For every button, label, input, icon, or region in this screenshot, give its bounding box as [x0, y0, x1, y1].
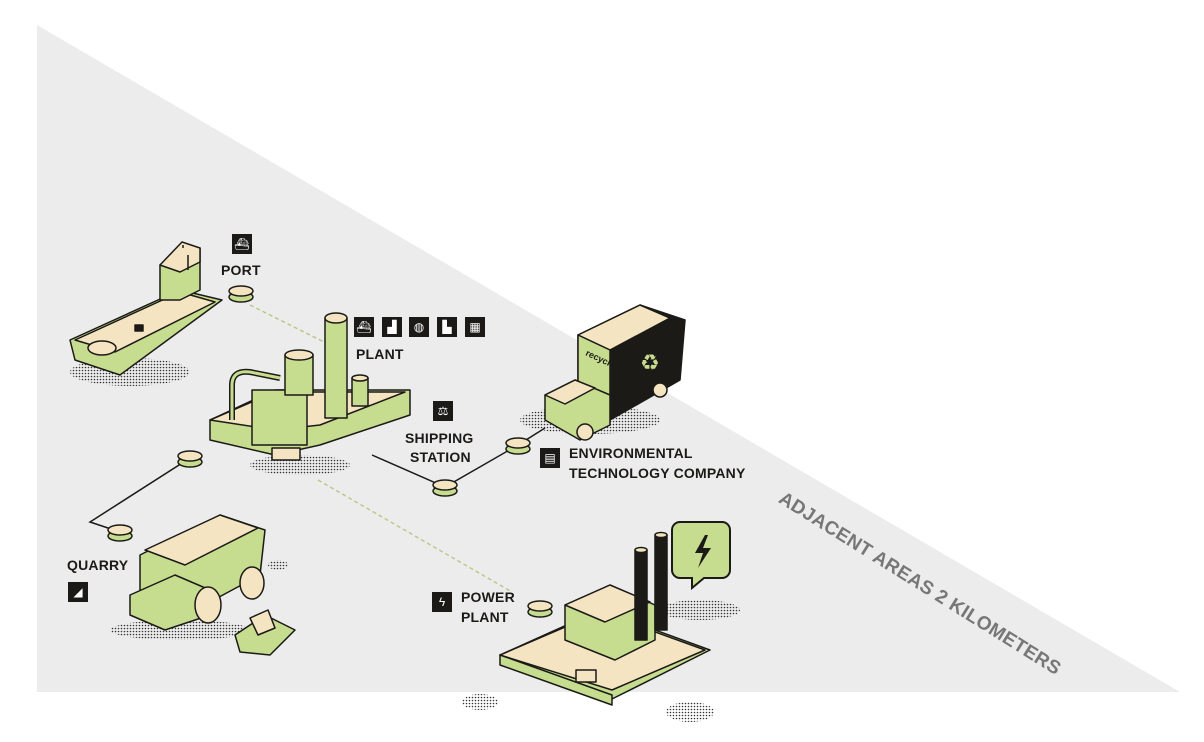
lightning-icon: ϟ	[432, 592, 452, 612]
location-pins	[107, 285, 553, 618]
factory-icon: ▟	[382, 317, 402, 337]
power-label-line1: POWER	[461, 589, 515, 605]
pin-power	[527, 600, 553, 618]
mixer-truck-icon: ◍	[409, 317, 429, 337]
stairs-icon: ◢	[68, 582, 88, 602]
office-icon: ▤	[540, 448, 560, 468]
ship-illustration	[69, 241, 223, 376]
recycle-icon: ♻	[640, 350, 660, 375]
power-label-line2: PLANT	[461, 609, 509, 625]
env-label-line2: TECHNOLOGY COMPANY	[569, 465, 746, 481]
plant-label: PLANT	[356, 346, 404, 362]
industry-icon: ▙	[437, 317, 457, 337]
dump-truck-illustration	[129, 514, 296, 656]
recycle-truck-illustration: recycle ♻	[544, 304, 686, 441]
env-label-line1: ENVIRONMENTAL	[569, 445, 693, 461]
scale-icon: ⚖	[433, 401, 453, 421]
plant-illustration	[209, 312, 411, 461]
pin-port	[228, 285, 254, 303]
pin-shipping	[432, 479, 458, 497]
electricity-bubble-icon	[671, 521, 731, 591]
ship-icon: ⛴	[354, 317, 374, 337]
shipping-label-line2: STATION	[410, 449, 471, 465]
pin-plant	[177, 450, 203, 468]
quarry-label: QUARRY	[67, 557, 129, 573]
ship-icon: ⛴	[232, 234, 252, 254]
pin-env	[505, 437, 531, 455]
port-label: PORT	[221, 262, 261, 278]
pin-quarry	[107, 524, 133, 542]
building-icon: ▦	[465, 317, 485, 337]
shipping-label-line1: SHIPPING	[405, 430, 474, 446]
power-plant-illustration	[499, 531, 711, 706]
